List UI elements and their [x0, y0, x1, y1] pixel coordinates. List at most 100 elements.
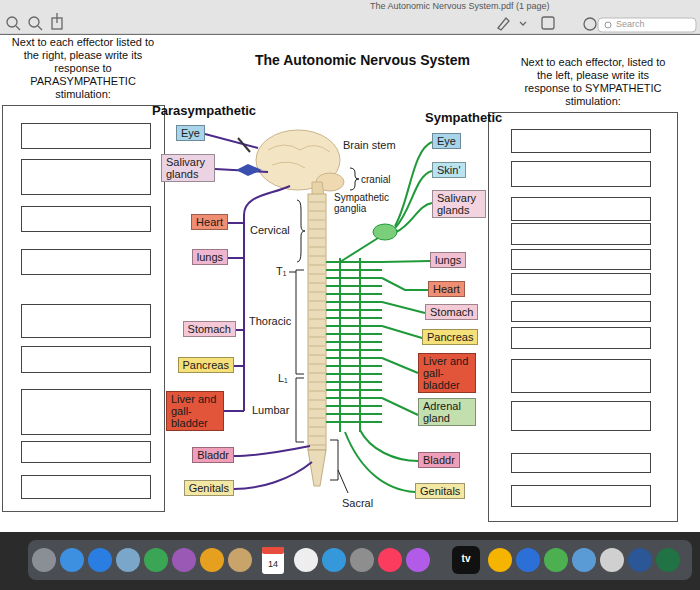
ganglion: [373, 224, 397, 240]
dock-icon: [378, 548, 402, 572]
effector-box: Salivary glands: [432, 190, 486, 218]
effector-box: Salivary glands: [161, 154, 215, 182]
effector-label: Bladdr: [197, 449, 229, 461]
region-label: Sympathetic ganglia: [334, 192, 398, 214]
vertebra-label: T₁: [276, 265, 286, 277]
answer-box: [21, 206, 151, 232]
dock-icon: [452, 546, 480, 574]
answer-box: [511, 359, 651, 393]
panel-outline: [2, 105, 165, 512]
effector-label: Liver and gall-bladder: [423, 355, 471, 391]
dock-icon: [200, 548, 224, 572]
effector-label: Liver and gall-bladder: [171, 393, 219, 429]
dock-icon: [544, 548, 568, 572]
toolbar-icon: [16, 26, 20, 30]
toolbar-icon: [542, 17, 554, 29]
brain: [256, 130, 344, 196]
sympathetic-nerve: [345, 432, 415, 492]
dock-icon: [600, 548, 624, 572]
division-heading: Parasympathetic: [152, 104, 256, 118]
toolbar-icon: [520, 22, 526, 25]
vertebra-label: L₁: [278, 372, 288, 384]
answer-box: [21, 389, 151, 435]
parasympathetic-nerve: [205, 134, 312, 489]
answer-panel: Next to each effector listed to the righ…: [2, 36, 165, 512]
ganglion: [236, 164, 262, 176]
bracket: [289, 272, 296, 273]
spinal-region: Sacral: [342, 497, 373, 509]
dock-icon: [488, 548, 512, 572]
answer-box: [21, 475, 151, 499]
effector-label: Salivary glands: [166, 156, 210, 180]
spinal-cord: [308, 194, 326, 486]
toolbar-icon: [38, 26, 42, 30]
effector-box: Stomach: [425, 304, 478, 320]
spinal-region: Cervical: [250, 224, 290, 236]
sympathetic-nerve: [395, 142, 432, 226]
dock-icon: [516, 548, 540, 572]
effector-label: lungs: [197, 251, 223, 263]
sympathetic-nerve: [396, 203, 432, 232]
sympathetic-nerve: [326, 142, 432, 492]
screen-backdrop: [0, 34, 700, 35]
answer-box: [511, 129, 651, 153]
answer-box: [511, 161, 651, 187]
slash-mark: [238, 138, 250, 152]
instruction-text: Next to each effector listed to the righ…: [7, 36, 159, 101]
effector-label: Heart: [196, 216, 223, 228]
sympathetic-nerve: [382, 398, 418, 415]
spinal-cord: [308, 450, 326, 486]
spinal-region: Thoracic: [249, 315, 291, 327]
spinal-region: Lumbar: [252, 404, 289, 416]
region-label: Brain stem: [343, 139, 396, 151]
dock-icon: [262, 547, 284, 554]
effector-box: Bladdr: [192, 447, 234, 463]
answer-box: [511, 453, 651, 473]
sympathetic-nerve: [382, 358, 418, 373]
dock-icon: [144, 548, 168, 572]
bracket: [296, 378, 304, 442]
answer-box: [511, 223, 651, 245]
effector-box: Pancreas: [178, 357, 234, 373]
screen-backdrop: [598, 18, 696, 32]
effector-box: Eye: [176, 125, 205, 141]
answer-box: [21, 159, 151, 195]
effector-box: Pancreas: [422, 329, 478, 345]
panel-outline: [488, 112, 678, 522]
effector-box: Liver and gall-bladder: [418, 353, 476, 393]
effector-label: Salivary glands: [437, 192, 481, 216]
effector-box: Skin': [432, 162, 466, 178]
sympathetic-nerve: [340, 238, 378, 262]
answer-box: [511, 327, 651, 349]
answer-box: [21, 346, 151, 373]
instruction-text: Next to each effector, listed to the lef…: [518, 56, 668, 108]
window-title: The Autonomic Nervous System.pdf (1 page…: [370, 1, 550, 11]
screen-backdrop: [605, 22, 611, 28]
parasympathetic-nerve: [234, 365, 244, 367]
answer-box: [21, 304, 151, 338]
parasympathetic-nerve: [228, 257, 244, 259]
effector-label: Pancreas: [183, 359, 229, 371]
effector-label: Adrenal gland: [423, 400, 471, 424]
spinal-cord: [309, 202, 325, 445]
spinal-cord: [308, 194, 326, 450]
bracket: [330, 440, 338, 480]
effector-label: Stomach: [430, 306, 473, 318]
effector-box: Bladdr: [418, 452, 460, 468]
effector-label: Pancreas: [427, 331, 473, 343]
parasympathetic-nerve: [234, 446, 310, 456]
effector-label: Genitals: [420, 485, 460, 497]
bracket: [338, 470, 348, 493]
effector-box: Adrenal gland: [418, 398, 476, 426]
sympathetic-nerve: [326, 262, 382, 422]
dock-icon: [32, 546, 680, 574]
screen-backdrop: [0, 532, 700, 590]
sympathetic-nerve: [359, 258, 361, 432]
screen-backdrop: [0, 0, 700, 34]
bracket: [289, 168, 359, 493]
effector-label: Skin': [437, 164, 461, 176]
calendar-date: 14: [263, 559, 283, 569]
answer-box: [511, 401, 651, 431]
effector-box: Heart: [191, 214, 228, 230]
